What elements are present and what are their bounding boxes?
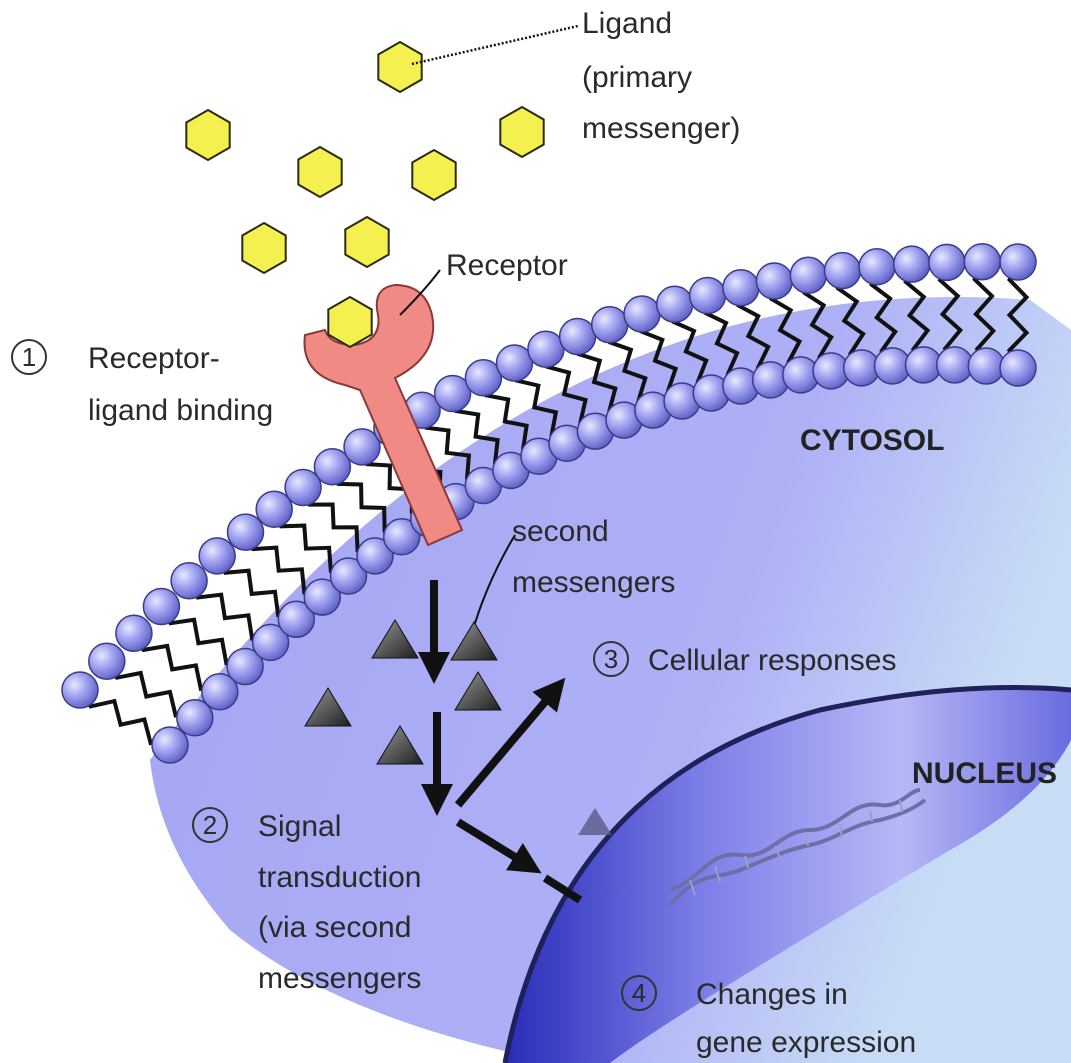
step1-line: Receptor- — [88, 342, 220, 375]
ligand-icon — [298, 147, 341, 197]
phospholipid-head-outer — [228, 514, 264, 550]
phospholipid-head-outer — [690, 278, 726, 314]
phospholipid-head-outer — [171, 563, 207, 599]
phospholipid-head-outer — [790, 257, 826, 293]
cytosol-label: CYTOSOL — [800, 424, 944, 457]
ligand-label-line: (primary — [582, 61, 692, 94]
step1-number: 1 — [22, 342, 36, 372]
phospholipid-head-outer — [560, 319, 596, 355]
phospholipid-head-outer — [723, 270, 759, 306]
step3-number: 3 — [604, 644, 618, 674]
phospholipid-head-inner — [152, 727, 188, 763]
nucleus-label: NUCLEUS — [912, 757, 1057, 790]
phospholipid-head-outer — [143, 589, 179, 625]
ligand-icon — [328, 297, 371, 347]
ligand-icon — [378, 42, 421, 92]
ligand-label-line: Ligand — [582, 7, 672, 40]
phospholipid-head-outer — [199, 538, 235, 574]
step2-line: Signal — [258, 810, 341, 843]
step4-line: gene expression — [696, 1026, 916, 1059]
phospholipid-head-inner — [1000, 350, 1036, 386]
step2-number: 2 — [203, 810, 217, 840]
second-messengers-line: messengers — [512, 566, 675, 599]
phospholipid-head-outer — [116, 615, 152, 651]
step1-line: ligand binding — [88, 394, 273, 427]
ligand-group — [186, 42, 543, 347]
step4-line: Changes in — [696, 978, 848, 1011]
phospholipid-head-outer — [657, 286, 693, 322]
phospholipid-head-outer — [825, 253, 861, 289]
step2-line: messengers — [258, 962, 421, 995]
second-messengers-line: second — [512, 515, 609, 548]
phospholipid-head-outer — [894, 246, 930, 282]
ligand-icon — [345, 217, 388, 267]
phospholipid-head-outer — [592, 307, 628, 343]
phospholipid-head-outer — [1000, 244, 1036, 280]
phospholipid-head-outer — [964, 244, 1000, 280]
step2-line: (via second — [258, 911, 411, 944]
phospholipid-head-inner — [968, 348, 1004, 384]
phospholipid-head-outer — [756, 263, 792, 299]
phospholipid-head-outer — [929, 244, 965, 280]
phospholipid-head-inner — [937, 347, 973, 383]
phospholipid-head-outer — [528, 331, 564, 367]
phospholipid-head-outer — [497, 345, 533, 381]
ligand-leader-line — [412, 26, 578, 64]
receptor-label: Receptor — [446, 249, 568, 282]
ligand-icon — [186, 110, 229, 160]
phospholipid-head-outer — [62, 672, 98, 708]
phospholipid-head-outer — [89, 643, 125, 679]
step2-line: transduction — [258, 861, 421, 894]
ligand-label-line: messenger) — [582, 112, 740, 145]
ligand-icon — [242, 223, 285, 273]
step1-label: 1 Receptor- ligand binding — [12, 340, 273, 427]
phospholipid-head-outer — [859, 249, 895, 285]
step3-text: Cellular responses — [648, 644, 896, 677]
step4-number: 4 — [632, 978, 646, 1008]
ligand-label: Ligand (primary messenger) — [582, 7, 740, 145]
ligand-icon — [412, 150, 455, 200]
ligand-icon — [500, 107, 543, 157]
phospholipid-head-outer — [624, 296, 660, 332]
